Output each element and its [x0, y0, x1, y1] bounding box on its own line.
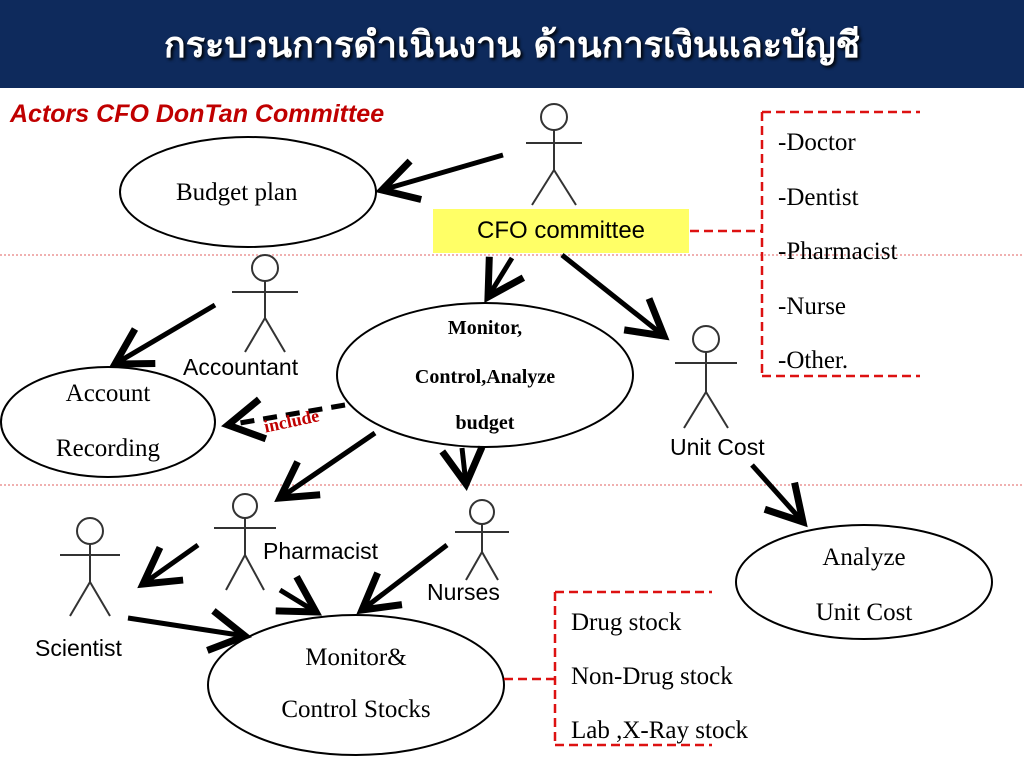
monitor-budget-line1: Monitor,: [447, 317, 523, 339]
list-item: -Dentist: [778, 183, 859, 211]
monitor-stocks-ellipse: [207, 614, 505, 756]
committee-members-bracket: [690, 110, 920, 378]
nurses-actor-icon: [455, 499, 509, 581]
nurses-label: Nurses: [427, 579, 500, 605]
arrow-cfo-to-budget-plan: [375, 152, 504, 203]
page-title: กระบวนการดำเนินงาน ด้านการเงินและบัญชี: [163, 24, 861, 66]
arrow-nurses-to-stocks: [356, 543, 449, 615]
scientist-label: Scientist: [35, 635, 122, 661]
arrow-cfo-to-unit-cost: [560, 253, 670, 341]
arrow-pharmacist-to-stocks: [275, 574, 323, 616]
arrow-pharmacist-to-scientist: [137, 542, 200, 589]
list-item: -Other.: [778, 347, 849, 374]
analyze-unit-cost-line2: Unit Cost: [815, 599, 913, 626]
monitor-stocks-line1: Monitor&: [305, 644, 407, 671]
monitor-budget-line3: budget: [455, 412, 515, 434]
unit-cost-actor-icon: [675, 325, 737, 429]
monitor-budget-line2: Control,Analyze: [414, 366, 556, 388]
account-recording-ellipse: [0, 366, 216, 478]
accountant-actor-icon: [232, 254, 298, 353]
cfo-committee-label: CFO committee: [433, 209, 689, 253]
list-item: Drug stock: [571, 609, 682, 636]
unit-cost-label: Unit Cost: [670, 434, 765, 460]
accountant-label: Accountant: [183, 354, 299, 380]
cfo-actor-icon: [526, 103, 582, 206]
arrow-accountant-to-account-recording: [108, 302, 217, 368]
stock-types-bracket: [504, 590, 712, 747]
list-item: -Nurse: [778, 292, 847, 320]
list-item: -Doctor: [778, 129, 856, 156]
budget-plan-label: Budget plan: [176, 179, 298, 206]
stock-types-list: Drug stock Non-Drug stock Lab ,X-Ray sto…: [571, 596, 748, 758]
committee-members-list: -Doctor -Dentist -Pharmacist -Nurse -Oth…: [778, 116, 897, 389]
pharmacist-actor-icon: [214, 493, 276, 591]
account-recording-line2: Recording: [55, 435, 161, 462]
pharmacist-label: Pharmacist: [263, 538, 379, 564]
arrow-scientist-to-stocks: [127, 608, 252, 654]
analyze-unit-cost-ellipse: [735, 524, 993, 640]
subtitle: Actors CFO DonTan Committee: [10, 100, 385, 128]
arrow-monitor-to-nurses: [439, 445, 486, 492]
monitor-stocks-line2: Control Stocks: [281, 696, 431, 723]
arrow-unit-cost-to-analyze: [750, 463, 808, 528]
account-recording-line1: Account: [65, 380, 151, 407]
list-item: Lab ,X-Ray stock: [571, 717, 749, 744]
arrow-cfo-to-monitor-budget: [484, 256, 526, 304]
analyze-unit-cost-line1: Analyze: [822, 544, 906, 571]
scientist-actor-icon: [60, 517, 120, 617]
list-item: Non-Drug stock: [571, 663, 733, 690]
list-item: -Pharmacist: [778, 238, 898, 265]
arrow-monitor-to-pharmacist: [274, 430, 377, 502]
include-dashed-arrow: [221, 396, 346, 443]
title-bar: กระบวนการดำเนินงาน ด้านการเงินและบัญชี: [0, 0, 1024, 88]
